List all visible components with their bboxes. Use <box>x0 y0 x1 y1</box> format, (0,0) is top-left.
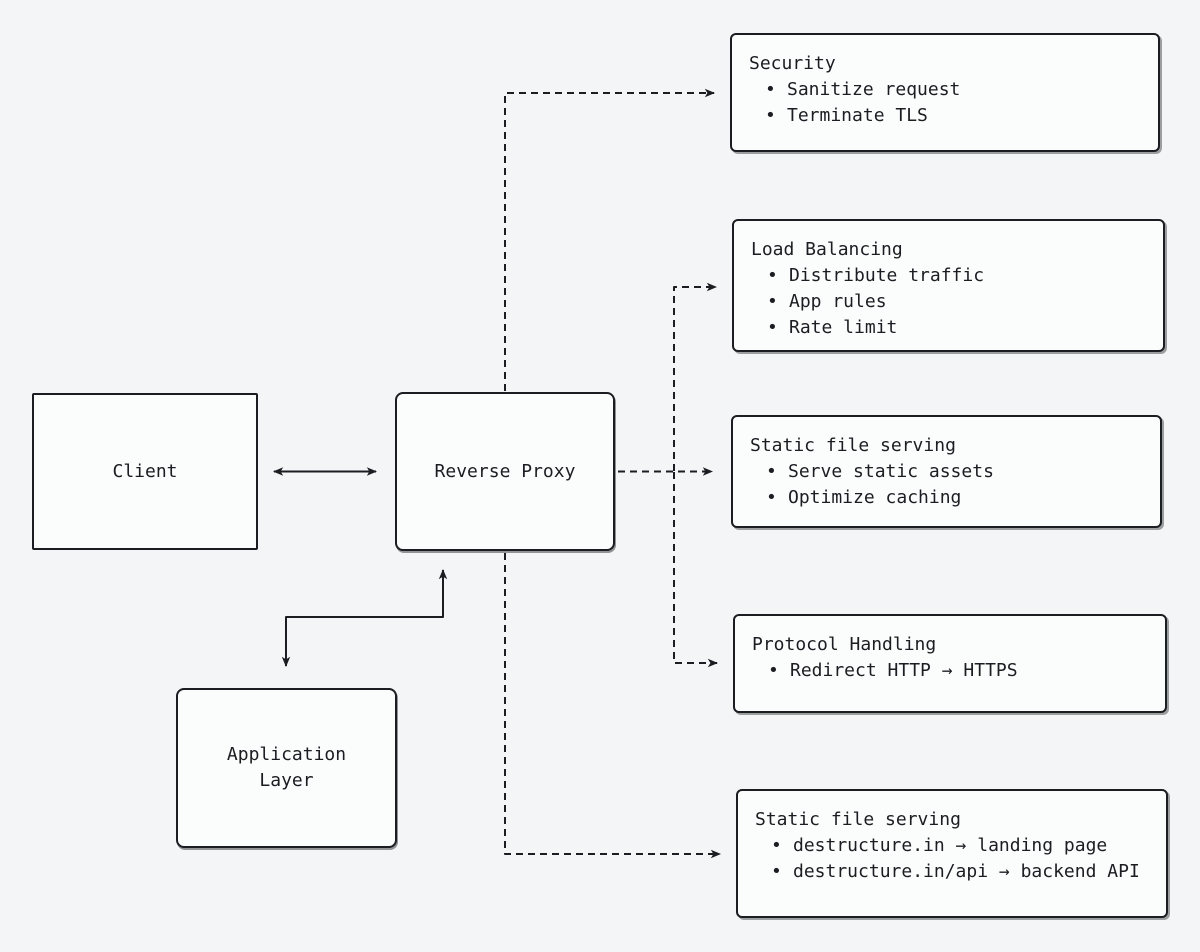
bullet-item: • Sanitize request <box>749 77 1144 103</box>
feature-box-title: Security <box>749 53 836 74</box>
bullet-item-text: Rate limit <box>789 317 898 338</box>
feature-box-title: Static file serving <box>755 809 961 830</box>
bullet-marker: • <box>771 861 782 882</box>
feature-box-static-file-serving: Static file serving • Serve static asset… <box>731 415 1162 528</box>
bullet-marker: • <box>765 105 776 126</box>
bullet-item-text: Serve static assets <box>788 461 994 482</box>
feature-box-title: Protocol Handling <box>752 634 937 655</box>
feature-list: • destructure.in → landing page • destru… <box>755 833 1152 885</box>
node-client-label: Client <box>112 460 178 482</box>
feature-box-title: Load Balancing <box>751 239 903 260</box>
node-application-layer-label-line1: Application <box>226 744 347 765</box>
feature-list: • Distribute traffic • App rules • Rate … <box>751 263 1149 341</box>
bullet-marker: • <box>768 660 779 681</box>
bullet-item: • Terminate TLS <box>749 103 1144 129</box>
bullet-item: • Serve static assets <box>750 459 1146 485</box>
bullet-item: • Distribute traffic <box>751 263 1149 289</box>
bullet-item-text: Redirect HTTP → HTTPS <box>790 660 1018 681</box>
feature-list: • Sanitize request • Terminate TLS <box>749 77 1144 129</box>
bullet-item-text: Distribute traffic <box>789 265 985 286</box>
feature-box-security: Security • Sanitize request • Terminate … <box>730 33 1160 152</box>
feature-box-load-balancing: Load Balancing • Distribute traffic • Ap… <box>732 219 1165 352</box>
connector-reverse-proxy-protocol-handling <box>673 472 718 668</box>
feature-box-title: Static file serving <box>750 435 956 456</box>
bullet-marker: • <box>765 79 776 100</box>
connector-reverse-proxy-security <box>504 88 715 391</box>
bullet-marker: • <box>767 265 778 286</box>
feature-list: • Redirect HTTP → HTTPS <box>752 658 1151 684</box>
bullet-item: • Rate limit <box>751 315 1149 341</box>
feature-list: • Serve static assets • Optimize caching <box>750 459 1146 511</box>
node-application-layer: Application Layer <box>176 688 397 848</box>
bullet-item-text: destructure.in/api → backend API <box>793 861 1140 882</box>
bullet-marker: • <box>771 835 782 856</box>
bullet-item-text: Terminate TLS <box>787 105 928 126</box>
bullet-item-text: App rules <box>789 291 887 312</box>
bullet-item-text: destructure.in → landing page <box>793 835 1108 856</box>
bullet-marker: • <box>766 461 777 482</box>
node-reverse-proxy: Reverse Proxy <box>395 392 615 551</box>
bullet-item: • App rules <box>751 289 1149 315</box>
bullet-item: • destructure.in → landing page <box>755 833 1152 859</box>
bullet-item-text: Sanitize request <box>787 79 961 100</box>
bullet-item: • destructure.in/api → backend API <box>755 859 1152 885</box>
node-application-layer-label-line2: Layer <box>259 770 314 791</box>
bullet-item-text: Optimize caching <box>788 487 962 508</box>
connector-reverse-proxy-application-layer <box>281 569 448 667</box>
node-client: Client <box>32 393 258 550</box>
bullet-marker: • <box>767 317 778 338</box>
node-reverse-proxy-label: Reverse Proxy <box>434 460 576 482</box>
connector-reverse-proxy-load-balancing <box>673 282 717 471</box>
bullet-marker: • <box>767 291 778 312</box>
connector-reverse-proxy-routing <box>504 553 721 859</box>
bullet-item: • Redirect HTTP → HTTPS <box>752 658 1151 684</box>
feature-box-routing: Static file serving • destructure.in → l… <box>736 789 1168 918</box>
bullet-marker: • <box>766 487 777 508</box>
bullet-item: • Optimize caching <box>750 485 1146 511</box>
feature-box-protocol-handling: Protocol Handling • Redirect HTTP → HTTP… <box>733 614 1167 713</box>
